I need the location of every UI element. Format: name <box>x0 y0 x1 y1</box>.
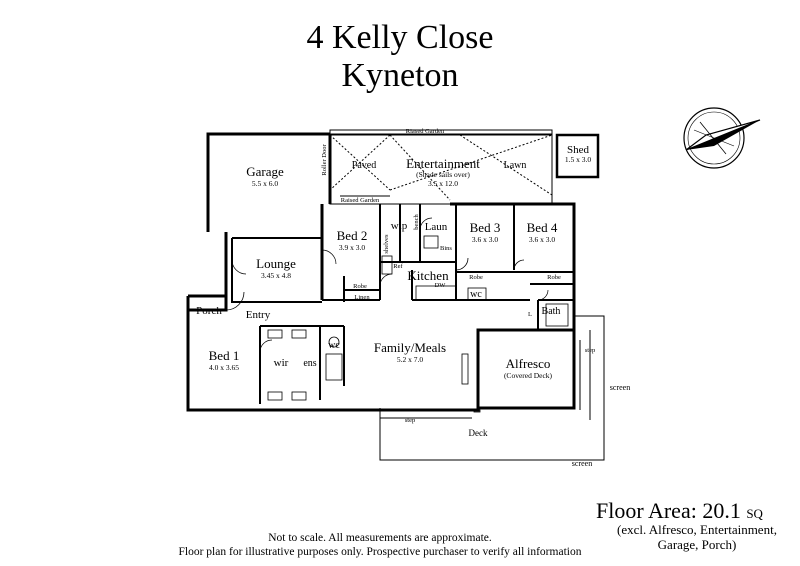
shed-outline <box>555 133 600 179</box>
bed4-dim: 3.6 x 3.0 <box>529 235 556 244</box>
lounge-label: Lounge <box>256 256 296 271</box>
bed1-dim: 4.0 x 3.65 <box>209 363 239 372</box>
ens-wc-label: wc <box>328 340 340 351</box>
bed3-label: Bed 3 <box>470 220 501 235</box>
floor-area: Floor Area: 20.1 SQ <box>596 498 763 524</box>
alfresco-label: Alfresco <box>506 356 551 371</box>
screen-label-bottom: screen <box>572 459 592 468</box>
laundry-l-label: L <box>528 311 532 318</box>
deck-label: Deck <box>469 428 488 438</box>
bed4-label: Bed 4 <box>527 220 558 235</box>
riased-garden-label: Riased Garden <box>406 128 445 135</box>
family-label: Family/Meals <box>374 340 446 355</box>
family-dim: 5.2 x 7.0 <box>397 355 424 364</box>
shed-dim: 1.5 x 3.0 <box>565 155 592 164</box>
laun-label: Laun <box>425 221 448 233</box>
kitchen-label: Kitchen <box>407 268 449 283</box>
wc-label: wc <box>470 289 482 300</box>
floor-area-label: Floor Area: 20.1 <box>596 498 741 523</box>
wir-label: wir <box>274 357 289 369</box>
floor-area-unit: SQ <box>746 506 763 521</box>
bed3-robe-label: Robe <box>469 274 483 281</box>
porch-label: Porch <box>196 305 222 317</box>
wip-label: wip <box>391 220 408 232</box>
lawn-label: Lawn <box>504 160 527 171</box>
disclaimer-line-2: Floor plan for illustrative purposes onl… <box>178 546 582 558</box>
garage-dim: 5.5 x 6.0 <box>252 179 279 188</box>
entry-label: Entry <box>246 309 271 321</box>
bath-label: Bath <box>542 306 561 317</box>
dw-label: DW <box>435 282 447 289</box>
entertainment-label: Entertainment <box>406 156 480 171</box>
compass-icon <box>683 107 761 169</box>
disclaimer-line-1: Not to scale. All measurements are appro… <box>268 532 492 544</box>
entertainment-dim: 3.5 x 12.0 <box>428 179 458 188</box>
garage-label: Garage <box>246 164 284 179</box>
screen-label-right: screen <box>610 383 630 392</box>
lounge-dim: 3.45 x 4.8 <box>261 271 291 280</box>
ens-label: ens <box>303 358 316 369</box>
floor-area-note: (excl. Alfresco, Entertainment, Garage, … <box>617 522 777 552</box>
bed4-robe-label: Robe <box>547 274 561 281</box>
shelves-label: shelves <box>383 234 390 254</box>
bed3-dim: 3.6 x 3.0 <box>472 235 499 244</box>
shed-label: Shed <box>567 144 590 156</box>
interior-walls <box>231 204 574 404</box>
bed2-robe-label: Robe <box>353 283 367 290</box>
ref-label: Ref <box>393 263 403 270</box>
fixtures <box>225 235 569 413</box>
bench-label: bench <box>413 213 420 229</box>
paved-label: Paved <box>352 160 376 171</box>
exterior-walls <box>186 132 576 412</box>
bins-label: Bins <box>440 245 452 252</box>
door-swings <box>231 217 549 353</box>
raised-garden-label: Raised Garden <box>341 197 380 204</box>
alfresco-sub: (Covered Deck) <box>504 371 553 380</box>
bed2-label: Bed 2 <box>337 228 368 243</box>
plan-title-town: Kyneton <box>341 57 459 94</box>
bed2-dim: 3.9 x 3.0 <box>339 243 366 252</box>
roller-door-label: Roller Door <box>321 144 328 176</box>
entertainment-sub: (Shade sails over) <box>416 170 470 179</box>
bed1-label: Bed 1 <box>209 348 240 363</box>
step-label-right: step <box>585 347 595 354</box>
step-label-deck: step <box>405 417 415 424</box>
plan-title-address: 4 Kelly Close <box>306 19 494 56</box>
linen-label: Linen <box>354 294 370 301</box>
